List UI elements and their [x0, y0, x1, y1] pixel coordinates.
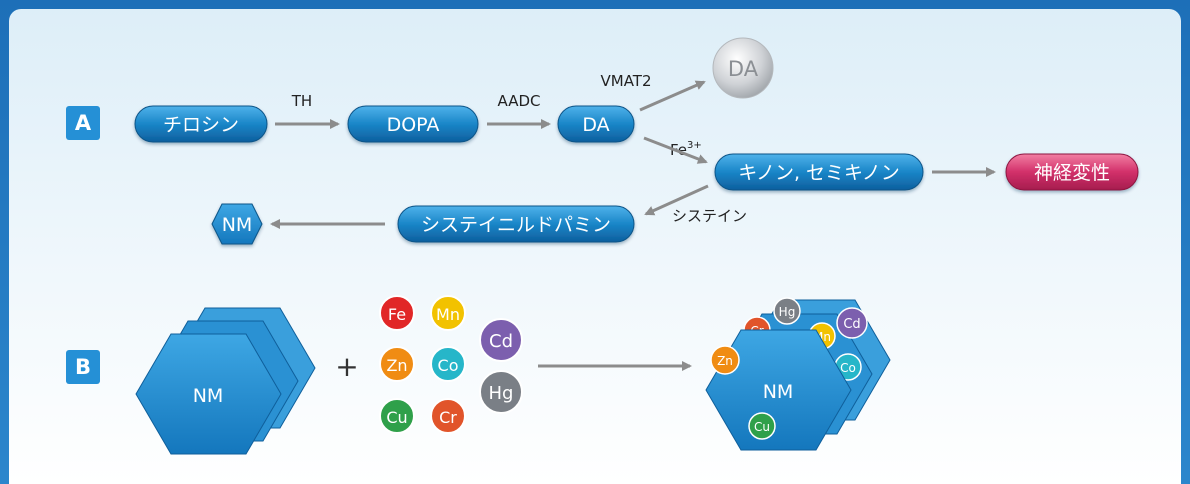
dopa-label: DOPA: [387, 114, 440, 136]
svg-text:Cd: Cd: [489, 331, 513, 352]
aadc-label: AADC: [498, 92, 541, 110]
co-circle: Co: [430, 346, 466, 382]
svg-text:Zn: Zn: [717, 354, 733, 368]
svg-text:Co: Co: [438, 356, 459, 375]
complex-zn-circle: Zn: [710, 345, 740, 375]
arrow-da-to-vesicle: [639, 80, 706, 112]
panel-a-tag: A: [75, 111, 92, 135]
da-node: DA: [557, 105, 635, 143]
zn-circle: Zn: [379, 346, 415, 382]
complex-hg-circle: Hg: [773, 297, 801, 325]
svg-text:Mn: Mn: [436, 305, 460, 324]
complex-nm-label: NM: [763, 381, 794, 403]
complex-cu-circle: Cu: [748, 412, 776, 440]
nm-complex: Hg Cd Cr Mn Co NM Zn Cu: [705, 297, 891, 451]
plus-sign: +: [335, 350, 358, 383]
da-vesicle-node: DA: [712, 37, 774, 99]
cysteinyl-dopamine-node: システイニルドパミン: [397, 205, 635, 243]
nm-stack-label: NM: [193, 385, 224, 407]
neurodegeneration-node: 神経変性: [1005, 153, 1139, 191]
cu-circle: Cu: [379, 398, 415, 434]
panel-a-tag-box: [66, 106, 100, 140]
nm-label: NM: [222, 214, 253, 236]
complex-cd-circle: Cd: [836, 307, 868, 339]
da-vesicle-label: DA: [728, 57, 759, 81]
cr-circle: Cr: [430, 398, 466, 434]
panel-b-tag: B: [75, 355, 91, 379]
svg-text:Cu: Cu: [754, 420, 770, 434]
da-label: DA: [582, 114, 609, 136]
vmat2-label: VMAT2: [600, 72, 651, 90]
cysteinyl-dopamine-label: システイニルドパミン: [421, 214, 611, 236]
svg-text:Hg: Hg: [489, 383, 514, 404]
svg-text:Cu: Cu: [386, 408, 407, 427]
nm-stack: NM: [135, 307, 316, 455]
mn-circle: Mn: [430, 295, 466, 331]
quinone-label: キノン, セミキノン: [738, 162, 899, 184]
fe-circle: Fe: [379, 295, 415, 331]
dopa-node: DOPA: [347, 105, 479, 143]
arrow-da-to-quinone: [643, 136, 708, 164]
hg-circle: Hg: [479, 370, 523, 414]
cd-circle: Cd: [479, 318, 523, 362]
svg-text:Cr: Cr: [439, 408, 457, 427]
cysteine-label: システイン: [672, 207, 747, 225]
svg-text:Cd: Cd: [843, 317, 860, 332]
neurodegeneration-label: 神経変性: [1034, 162, 1110, 184]
tyrosine-node: チロシン: [134, 105, 268, 143]
svg-text:Hg: Hg: [779, 305, 796, 319]
tyrosine-label: チロシン: [163, 114, 239, 136]
svg-text:Zn: Zn: [386, 356, 407, 375]
quinone-node: キノン, セミキノン: [714, 153, 924, 191]
panel-b-tag-box: [66, 350, 100, 384]
arrow-quinone-to-cysdopamine: [644, 184, 709, 216]
svg-text:Co: Co: [840, 361, 856, 375]
th-label: TH: [291, 92, 312, 110]
nm-hexagon-node: NM: [211, 203, 263, 245]
svg-text:Fe: Fe: [388, 305, 406, 324]
